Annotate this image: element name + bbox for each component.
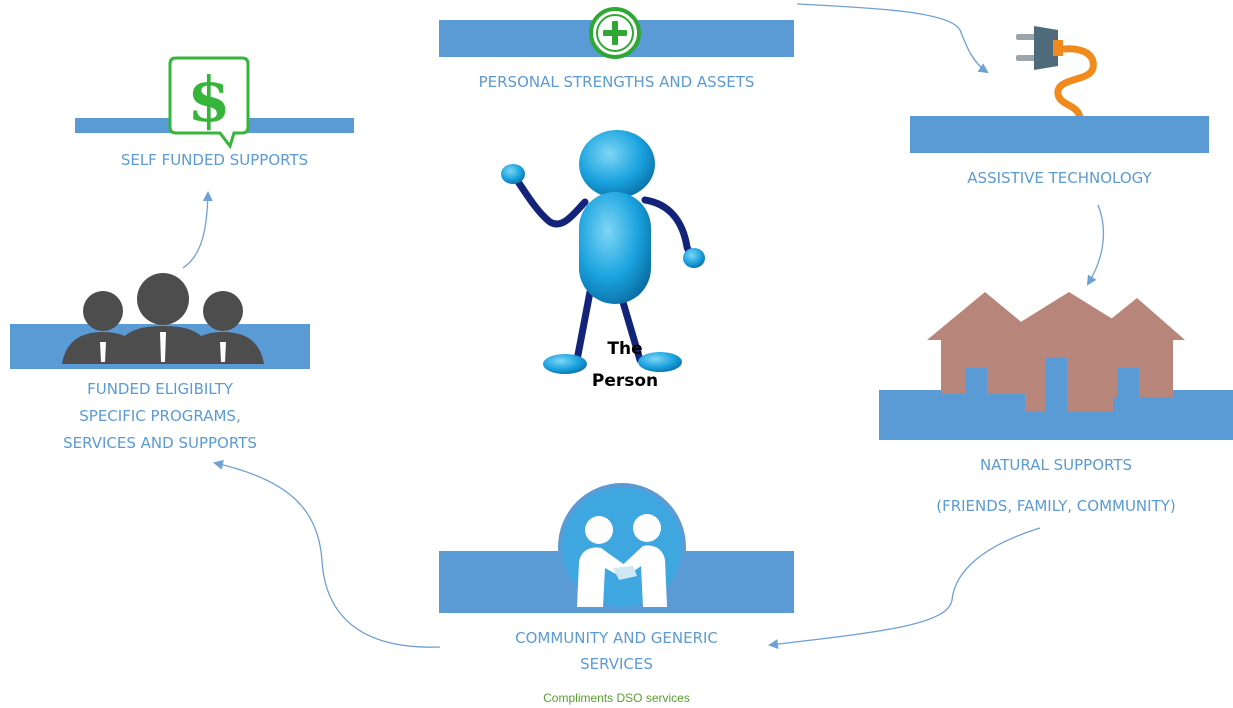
handshake-icon	[558, 483, 686, 611]
community-label-line1: COMMUNITY AND GENERIC	[515, 629, 718, 647]
houses-icon	[927, 292, 1185, 412]
credit-text: Compliments DSO services	[543, 691, 690, 705]
funded-label-line3: SERVICES AND SUPPORTS	[63, 434, 257, 452]
technology-bar	[910, 116, 1209, 153]
svg-text:$: $	[187, 63, 230, 136]
plug-icon	[1016, 26, 1097, 122]
technology-label: ASSISTIVE TECHNOLOGY	[967, 169, 1152, 187]
natural-label: NATURAL SUPPORTS	[979, 456, 1133, 474]
funded-label-line2: SPECIFIC PROGRAMS,	[79, 407, 241, 425]
people-icon	[62, 273, 264, 364]
person-figure	[501, 130, 705, 374]
arrow-natural-to-community	[768, 527, 1041, 650]
person-label-line2: Person	[591, 371, 659, 391]
self-label: SELF FUNDED SUPPORTS	[120, 151, 309, 169]
strengths-label: PERSONAL STRENGTHS AND ASSETS	[478, 73, 755, 91]
arrow-technology-to-natural	[1086, 204, 1105, 286]
community-label-line2: SERVICES	[580, 655, 653, 672]
natural-sublabel: (FRIENDS, FAMILY, COMMUNITY)	[936, 497, 1176, 515]
person-label-line1: The	[607, 339, 643, 359]
arrow-community-to-funded	[213, 459, 441, 648]
arrow-funded-to-self	[182, 191, 213, 269]
dollar-speech-icon: $	[168, 56, 250, 149]
plus-circle-icon	[589, 7, 641, 59]
funded-label-line1: FUNDED ELIGIBILTY	[87, 380, 233, 398]
arrow-strengths-to-technology	[796, 3, 989, 74]
